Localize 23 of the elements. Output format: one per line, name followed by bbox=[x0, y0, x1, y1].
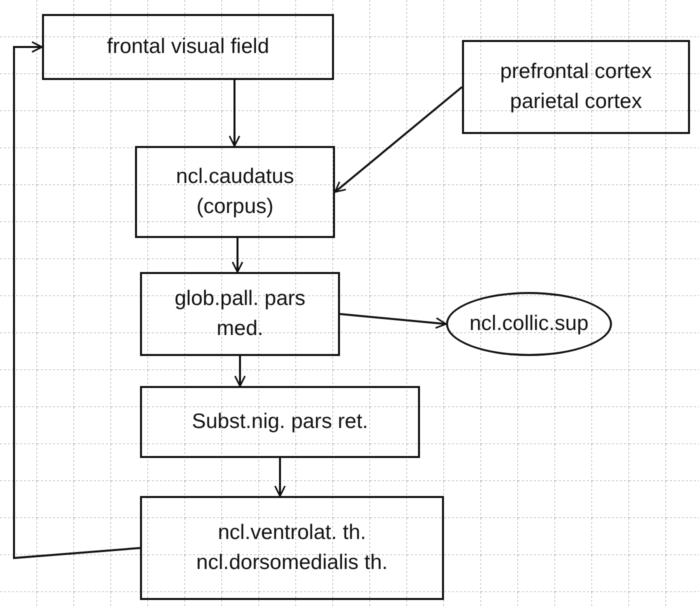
arrow bbox=[340, 313, 447, 329]
arrow bbox=[234, 356, 246, 387]
node-label: ncl.caudatus (corpus) bbox=[175, 164, 295, 220]
node-label: ncl.collic.sup bbox=[469, 311, 589, 337]
process-box bbox=[42, 14, 334, 80]
node-label: Subst.nig. pars ret. bbox=[192, 409, 368, 435]
node-label: glob.pall. pars med. bbox=[174, 286, 306, 342]
node-label: prefrontal cortex bbox=[500, 59, 652, 85]
node-label: frontal visual field bbox=[106, 34, 270, 60]
process-box bbox=[135, 146, 335, 238]
oval-node bbox=[446, 292, 612, 356]
arrow bbox=[228, 80, 240, 147]
arrow bbox=[13, 41, 140, 560]
arrow bbox=[274, 458, 286, 497]
node-label: ncl.dorsomedialis th. bbox=[196, 550, 388, 576]
process-box bbox=[462, 40, 690, 134]
process-box bbox=[140, 272, 340, 356]
arrow bbox=[334, 86, 463, 193]
process-box bbox=[140, 496, 444, 600]
arrow bbox=[232, 238, 244, 273]
process-box bbox=[140, 386, 420, 458]
node-label: parietal cortex bbox=[510, 89, 642, 115]
node-label: ncl.ventrolat. th. bbox=[218, 520, 366, 546]
